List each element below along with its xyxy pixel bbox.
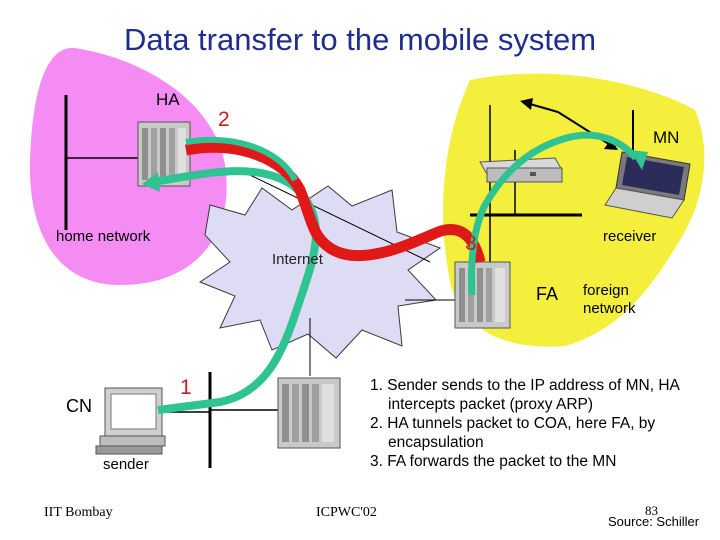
home-network-area bbox=[29, 47, 227, 286]
step-item: 1. Sender sends to the IP address of MN,… bbox=[370, 377, 680, 413]
home-network-label: home network bbox=[56, 228, 151, 245]
step-number-1: 1 bbox=[180, 376, 192, 399]
slide-title: Data transfer to the mobile system bbox=[123, 22, 597, 57]
step-number-3: 3 bbox=[465, 232, 477, 255]
tunnel-ha-to-fa bbox=[185, 141, 486, 264]
sender-label: sender bbox=[103, 456, 149, 473]
receiver-label: receiver bbox=[603, 228, 657, 245]
mn-label: MN bbox=[653, 128, 680, 147]
internet-cloud bbox=[198, 185, 442, 359]
internet-label: Internet bbox=[272, 251, 323, 268]
ha-label: HA bbox=[156, 90, 180, 109]
path-fa-to-mn bbox=[468, 131, 639, 296]
step-item: 2. HA tunnels packet to COA, here FA, by… bbox=[370, 415, 656, 451]
fa-server bbox=[454, 261, 511, 329]
step-number-2: 2 bbox=[218, 108, 230, 131]
step-item: 3. FA forwards the packet to the MN bbox=[370, 453, 617, 470]
footer-center: ICPWC'02 bbox=[316, 505, 377, 520]
cn-label: CN bbox=[66, 396, 92, 416]
cn-computer bbox=[95, 387, 166, 455]
page-number: 83 bbox=[645, 503, 658, 518]
wireless-arrow bbox=[520, 98, 533, 110]
router-server bbox=[277, 377, 341, 449]
fa-label: FA bbox=[536, 284, 559, 304]
source-credit: Source: Schiller bbox=[608, 514, 700, 529]
footer-left: IIT Bombay bbox=[44, 505, 113, 520]
steps-list: 1. Sender sends to the IP address of MN,… bbox=[370, 376, 715, 471]
mn-laptop bbox=[604, 151, 691, 219]
foreign-network-label: foreign network bbox=[583, 282, 636, 317]
